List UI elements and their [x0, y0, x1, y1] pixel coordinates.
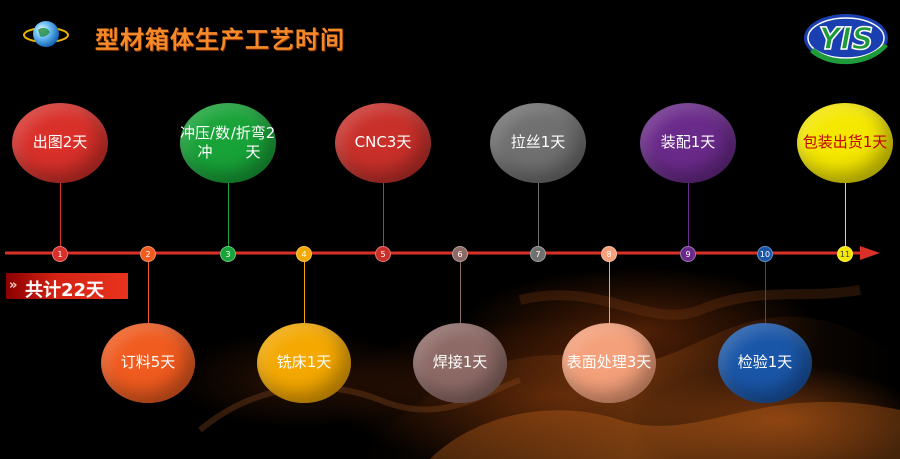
step-label: 包装出: [802, 133, 848, 152]
step-connector: [687, 179, 689, 254]
step-bubble: 焊接1天: [413, 323, 507, 403]
step-bubble: 装配1天: [640, 103, 736, 183]
step-number-dot: 7: [530, 246, 546, 262]
step-number-dot: 2: [140, 246, 156, 262]
step-connector: [608, 254, 610, 327]
step-label: /折弯2天: [230, 123, 276, 162]
step-number-dot: 6: [452, 246, 468, 262]
double-chevron-icon: »: [9, 278, 18, 293]
step-label: CNC3天: [354, 133, 412, 152]
step-label: 铣床1天: [276, 353, 332, 372]
step-label: 检验1天: [737, 353, 793, 372]
step-connector: [382, 179, 384, 254]
step-label: 出图2天: [32, 133, 88, 152]
step-bubble: 包装出货1天: [797, 103, 893, 183]
step-connector: [303, 254, 305, 327]
step-label: 表面处: [566, 353, 612, 372]
step-number-dot: 1: [52, 246, 68, 262]
step-connector: [227, 179, 229, 254]
step-number-dot: 9: [680, 246, 696, 262]
step-bubble: 检验1天: [718, 323, 812, 403]
step-bubble: CNC3天: [335, 103, 431, 183]
step-number-dot: 10: [757, 246, 773, 262]
step-bubble: 表面处理3天: [562, 323, 656, 403]
step-label: 订料5天: [120, 353, 176, 372]
yis-logo: YIS: [804, 14, 888, 65]
step-label: 理3天: [611, 353, 652, 372]
step-connector: [844, 179, 846, 254]
step-label: 货1天: [847, 133, 888, 152]
step-connector: [459, 254, 461, 327]
step-connector: [59, 179, 61, 254]
step-number-dot: 8: [601, 246, 617, 262]
step-bubble: 拉丝1天: [490, 103, 586, 183]
logo-text: YIS: [819, 22, 874, 57]
step-number-dot: 11: [837, 246, 853, 262]
step-connector: [147, 254, 149, 327]
step-bubble: 出图2天: [12, 103, 108, 183]
step-number-dot: 5: [375, 246, 391, 262]
step-label: 拉丝1天: [510, 133, 566, 152]
step-bubble: 铣床1天: [257, 323, 351, 403]
total-label: 共计22天: [25, 280, 105, 301]
globe-icon: [23, 21, 69, 47]
page-title: 型材箱体生产工艺时间: [95, 26, 345, 54]
step-label: 装配1天: [660, 133, 716, 152]
step-bubble: 冲压/数冲/折弯2天: [180, 103, 276, 183]
step-label: 焊接1天: [432, 353, 488, 372]
step-connector: [764, 254, 766, 327]
step-label: 冲压/数冲: [180, 123, 231, 162]
step-connector: [537, 179, 539, 254]
total-banner: [6, 273, 128, 299]
step-bubble: 订料5天: [101, 323, 195, 403]
step-number-dot: 3: [220, 246, 236, 262]
step-number-dot: 4: [296, 246, 312, 262]
